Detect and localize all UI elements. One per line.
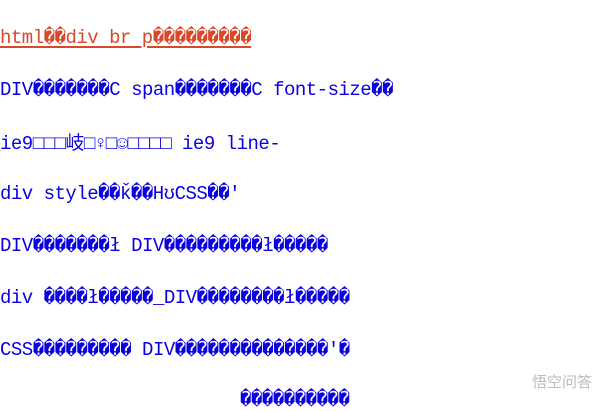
text-line: DIV�������ł DIV���������ł����� <box>0 235 328 257</box>
heading-link[interactable]: html��div br p��������� <box>0 27 252 49</box>
text-line: ie9□□□岐□♀□☺□□□□ ie9 line- <box>0 133 281 155</box>
text-line: div style��ǩ��HʊCSS��' <box>0 183 241 205</box>
watermark: 悟空问答 <box>531 373 592 391</box>
text-line: div ����ł�����_DIV��������ł����� <box>0 287 350 309</box>
text-line: CSS��������� DIV��������������'� <box>0 339 350 361</box>
text-line: DIV�������C span�������C font-size�� <box>0 79 394 101</box>
